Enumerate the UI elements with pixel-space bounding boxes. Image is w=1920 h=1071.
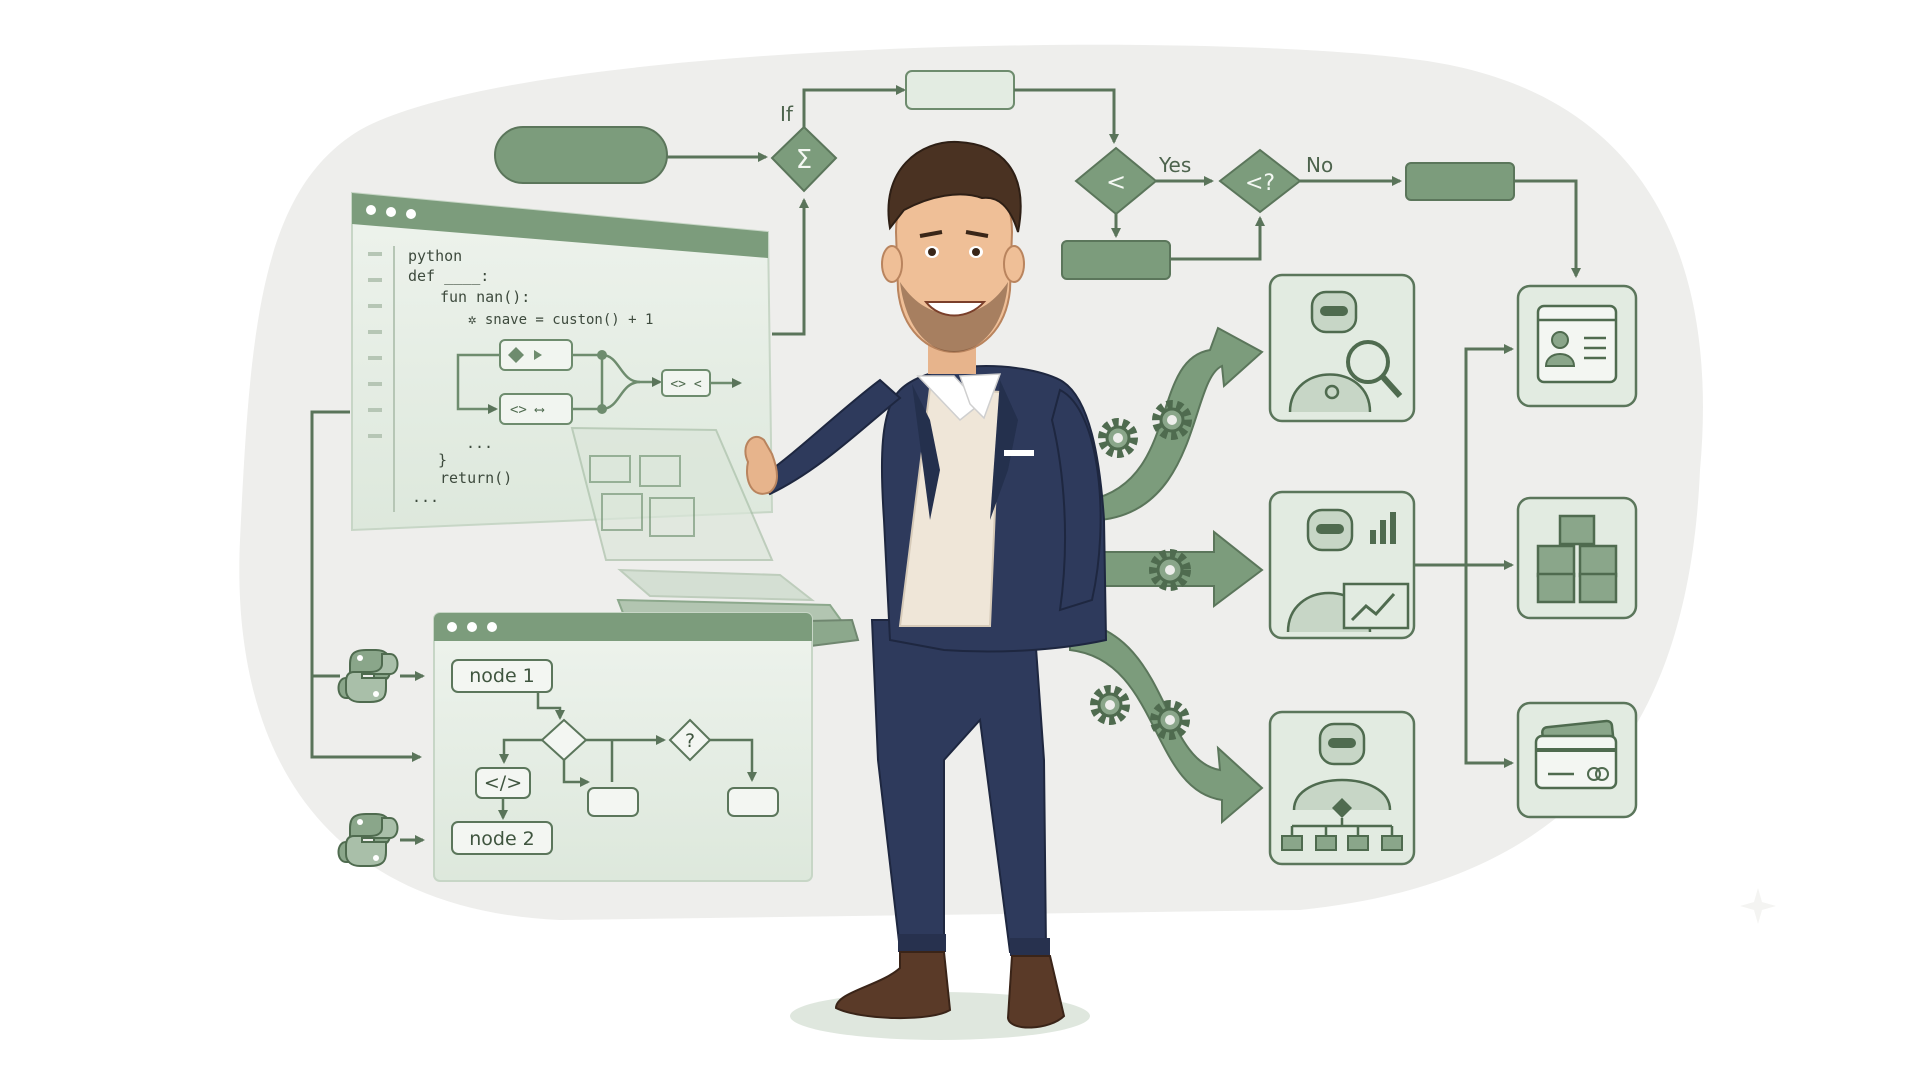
gear-icon <box>1150 700 1190 740</box>
start-terminal <box>494 126 668 184</box>
code-mini-flow: <> ⟷ <> < <box>456 339 742 425</box>
gear-icon <box>1098 418 1138 458</box>
right-arm <box>1050 388 1102 612</box>
code-line: } <box>438 451 447 469</box>
gear-icon <box>1090 685 1130 725</box>
beard <box>900 282 1008 352</box>
code-window-titlebar <box>352 193 768 258</box>
no-branch-box <box>1405 162 1515 201</box>
query-decision: <? <box>1218 148 1302 214</box>
node-window: node 1 ? </> node 2 <box>433 612 813 882</box>
agent-card <box>1268 710 1416 866</box>
window-dot <box>366 205 376 215</box>
python-logo-icon <box>337 649 399 703</box>
code-line: return() <box>440 469 512 487</box>
agent-card <box>1268 490 1416 640</box>
svg-text:<> <: <> < <box>670 377 701 392</box>
window-dot <box>447 622 457 632</box>
code-line: ... <box>412 488 439 506</box>
right-shoe <box>1006 955 1066 1029</box>
if-label: If <box>780 102 794 126</box>
gear-icon <box>1149 549 1191 591</box>
python-logo-icon <box>337 813 399 867</box>
robot-org-chart-icon <box>1281 722 1403 851</box>
agent-card <box>1268 273 1416 423</box>
svg-text:<> ⟷: <> ⟷ <box>510 402 545 418</box>
left-connectors <box>310 410 425 845</box>
output-connectors <box>1414 344 1514 768</box>
code-line: ✲ snave = custon() + 1 <box>468 312 653 328</box>
output-card <box>1516 701 1638 819</box>
empty-node <box>587 787 639 817</box>
svg-text:?: ? <box>685 730 695 752</box>
node-1-box <box>451 659 553 693</box>
no-label: No <box>1306 153 1333 177</box>
node-1-label: node 1 <box>469 665 535 687</box>
lower-process-box <box>1061 240 1171 280</box>
gear-icon <box>1152 400 1192 440</box>
profile-card-icon <box>1536 304 1618 384</box>
code-line: fun nan(): <box>440 288 530 306</box>
code-line: def ____: <box>408 267 489 285</box>
robot-magnifier-icon <box>1288 290 1403 413</box>
empty-node <box>727 787 779 817</box>
presenter-figure <box>744 140 1108 1040</box>
line-gutter <box>368 252 382 438</box>
svg-text:<: < <box>1106 168 1126 196</box>
window-dot <box>386 207 396 217</box>
left-shoe <box>834 951 952 1020</box>
window-dot <box>406 209 416 219</box>
smile <box>923 301 987 317</box>
svg-text:</>: </> <box>484 772 522 794</box>
code-line: ... <box>466 434 493 452</box>
sum-decision: Σ <box>770 125 838 193</box>
window-dot <box>487 622 497 632</box>
credit-card-icon <box>1534 719 1618 790</box>
top-flowchart: If Σ < Yes <? No <box>494 70 1581 336</box>
code-line: python <box>408 247 462 265</box>
svg-text:Σ: Σ <box>796 145 812 175</box>
output-card <box>1516 496 1638 620</box>
robot-analytics-icon <box>1286 508 1410 633</box>
node-question <box>668 718 712 762</box>
node-2-box <box>451 821 553 855</box>
svg-text:<?: <? <box>1245 171 1275 196</box>
window-dot <box>467 622 477 632</box>
top-process-box <box>905 70 1015 110</box>
sparkle-icon <box>1740 888 1776 924</box>
pocket-square <box>1004 450 1034 456</box>
boxes-icon <box>1536 514 1618 604</box>
left-hand <box>744 435 778 495</box>
output-card <box>1516 284 1638 408</box>
trousers <box>870 619 1048 954</box>
hair <box>887 140 1022 233</box>
yes-label: Yes <box>1158 153 1191 177</box>
node-2-label: node 2 <box>469 828 535 850</box>
